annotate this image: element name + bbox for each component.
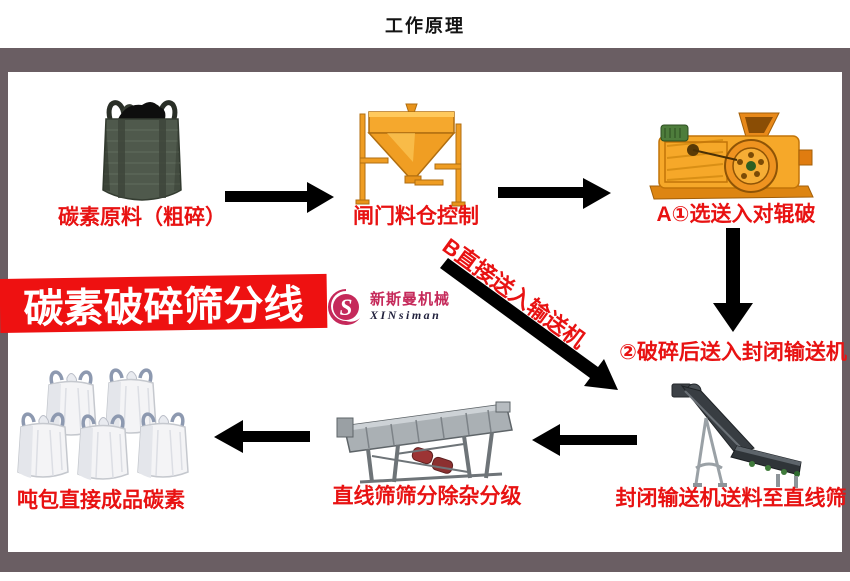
- finished-bags-label: 吨包直接成品碳素: [17, 489, 185, 512]
- brand-name-en: XINsiman: [370, 308, 442, 323]
- brand-logo: S 新斯曼机械 XINsiman: [327, 283, 459, 331]
- arrow-crusher-down: [713, 228, 753, 332]
- arrow-branch-b-diagonal: [440, 258, 618, 390]
- gate-hopper-label: 闸门料仓控制: [353, 205, 479, 228]
- conveyor-image: [652, 380, 807, 492]
- arrow-raw-to-hopper: [225, 182, 334, 213]
- conveyor-label: 封闭输送机送料至直线筛: [615, 487, 847, 510]
- after-crush-label: ②破碎后送入封闭输送机: [619, 341, 847, 364]
- arrow-hopper-to-crusher: [498, 178, 611, 209]
- arrow-conveyor-to-screen: [532, 424, 637, 456]
- branch-b-label: B直接送入输送机: [437, 233, 591, 354]
- frame-top-bar: [0, 48, 850, 72]
- brand-s-icon: S: [328, 289, 360, 325]
- gate-hopper-image: [353, 100, 471, 208]
- product-line-banner: 碳素破碎筛分线: [0, 273, 328, 333]
- frame-right-bar: [842, 48, 850, 572]
- svg-text:S: S: [340, 295, 353, 320]
- roller-crusher-label: A①选送入对辊破: [656, 203, 816, 226]
- vibrating-screen-label: 直线筛筛分除杂分级: [332, 485, 522, 508]
- vibrating-screen-image: [336, 394, 518, 488]
- page-title: 工作原理: [385, 16, 465, 36]
- finished-bags-image: [10, 358, 195, 490]
- frame-bottom-bar: [0, 552, 850, 572]
- arrow-screen-to-bags: [214, 420, 310, 453]
- product-line-banner-text: 碳素破碎筛分线: [23, 283, 304, 332]
- roller-crusher-image: [645, 110, 817, 204]
- brand-logo-texts: 新斯曼机械 XINsiman: [370, 290, 451, 323]
- brand-name-cn: 新斯曼机械: [370, 290, 451, 308]
- raw-material-bag-image: [92, 92, 192, 204]
- raw-material-label: 碳素原料（粗碎）: [58, 206, 226, 229]
